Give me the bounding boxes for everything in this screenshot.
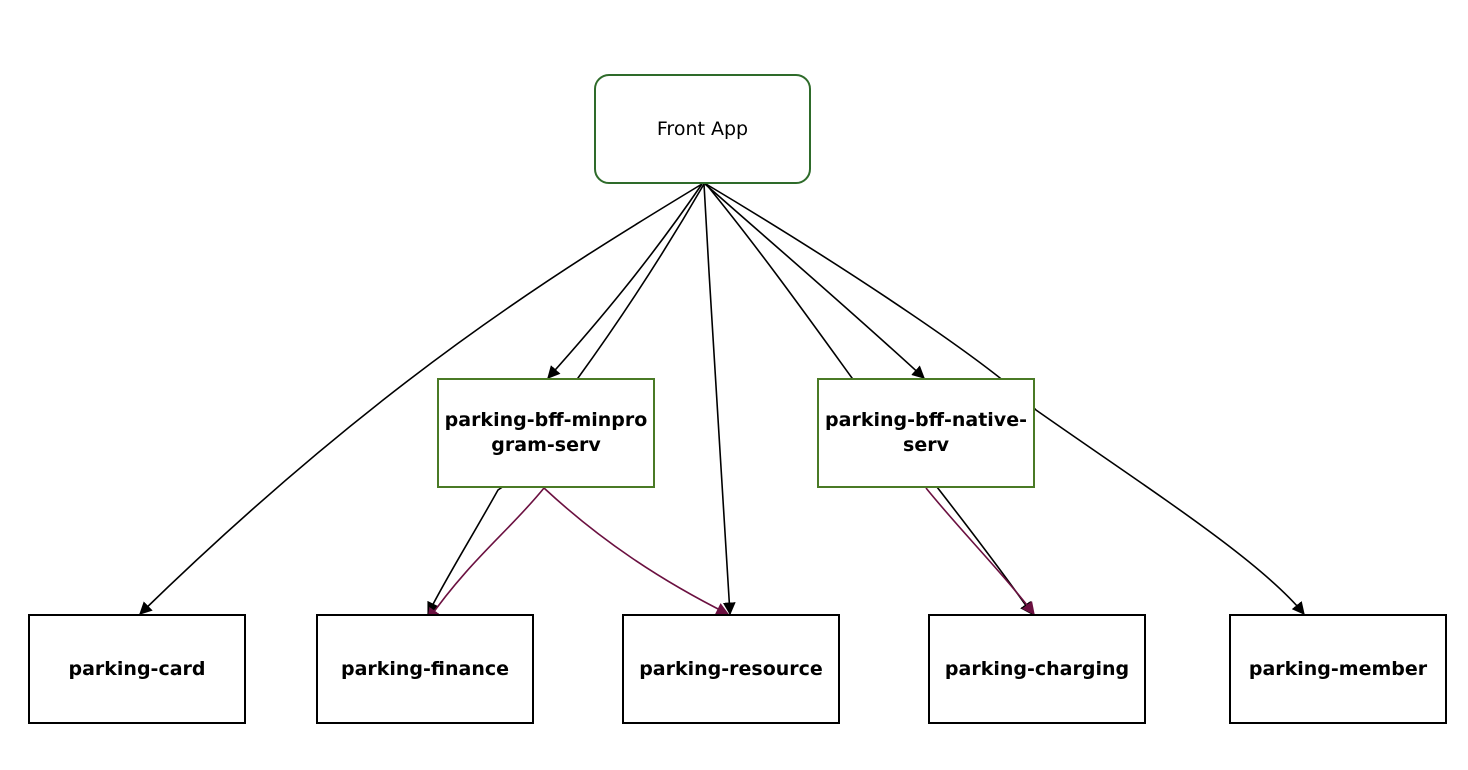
edge-bff-minprogram-to-finance xyxy=(427,487,545,622)
node-card[interactable] xyxy=(28,614,246,724)
node-front-app[interactable] xyxy=(594,74,811,184)
edge-front-app-to-bff-native xyxy=(704,183,925,379)
edge-bff-native-to-charging xyxy=(925,487,1035,616)
node-charging[interactable] xyxy=(928,614,1146,724)
edge-front-app-to-member xyxy=(705,183,1305,615)
node-resource[interactable] xyxy=(622,614,840,724)
edge-front-app-to-card xyxy=(139,183,703,615)
node-member[interactable] xyxy=(1229,614,1447,724)
node-bff-minprogram[interactable] xyxy=(437,378,655,488)
edge-bff-minprogram-to-resource xyxy=(543,487,730,615)
edge-front-app-to-resource xyxy=(703,183,736,616)
node-finance[interactable] xyxy=(316,614,534,724)
node-bff-native[interactable] xyxy=(817,378,1035,488)
edge-front-app-to-bff-minprogram xyxy=(547,183,703,379)
